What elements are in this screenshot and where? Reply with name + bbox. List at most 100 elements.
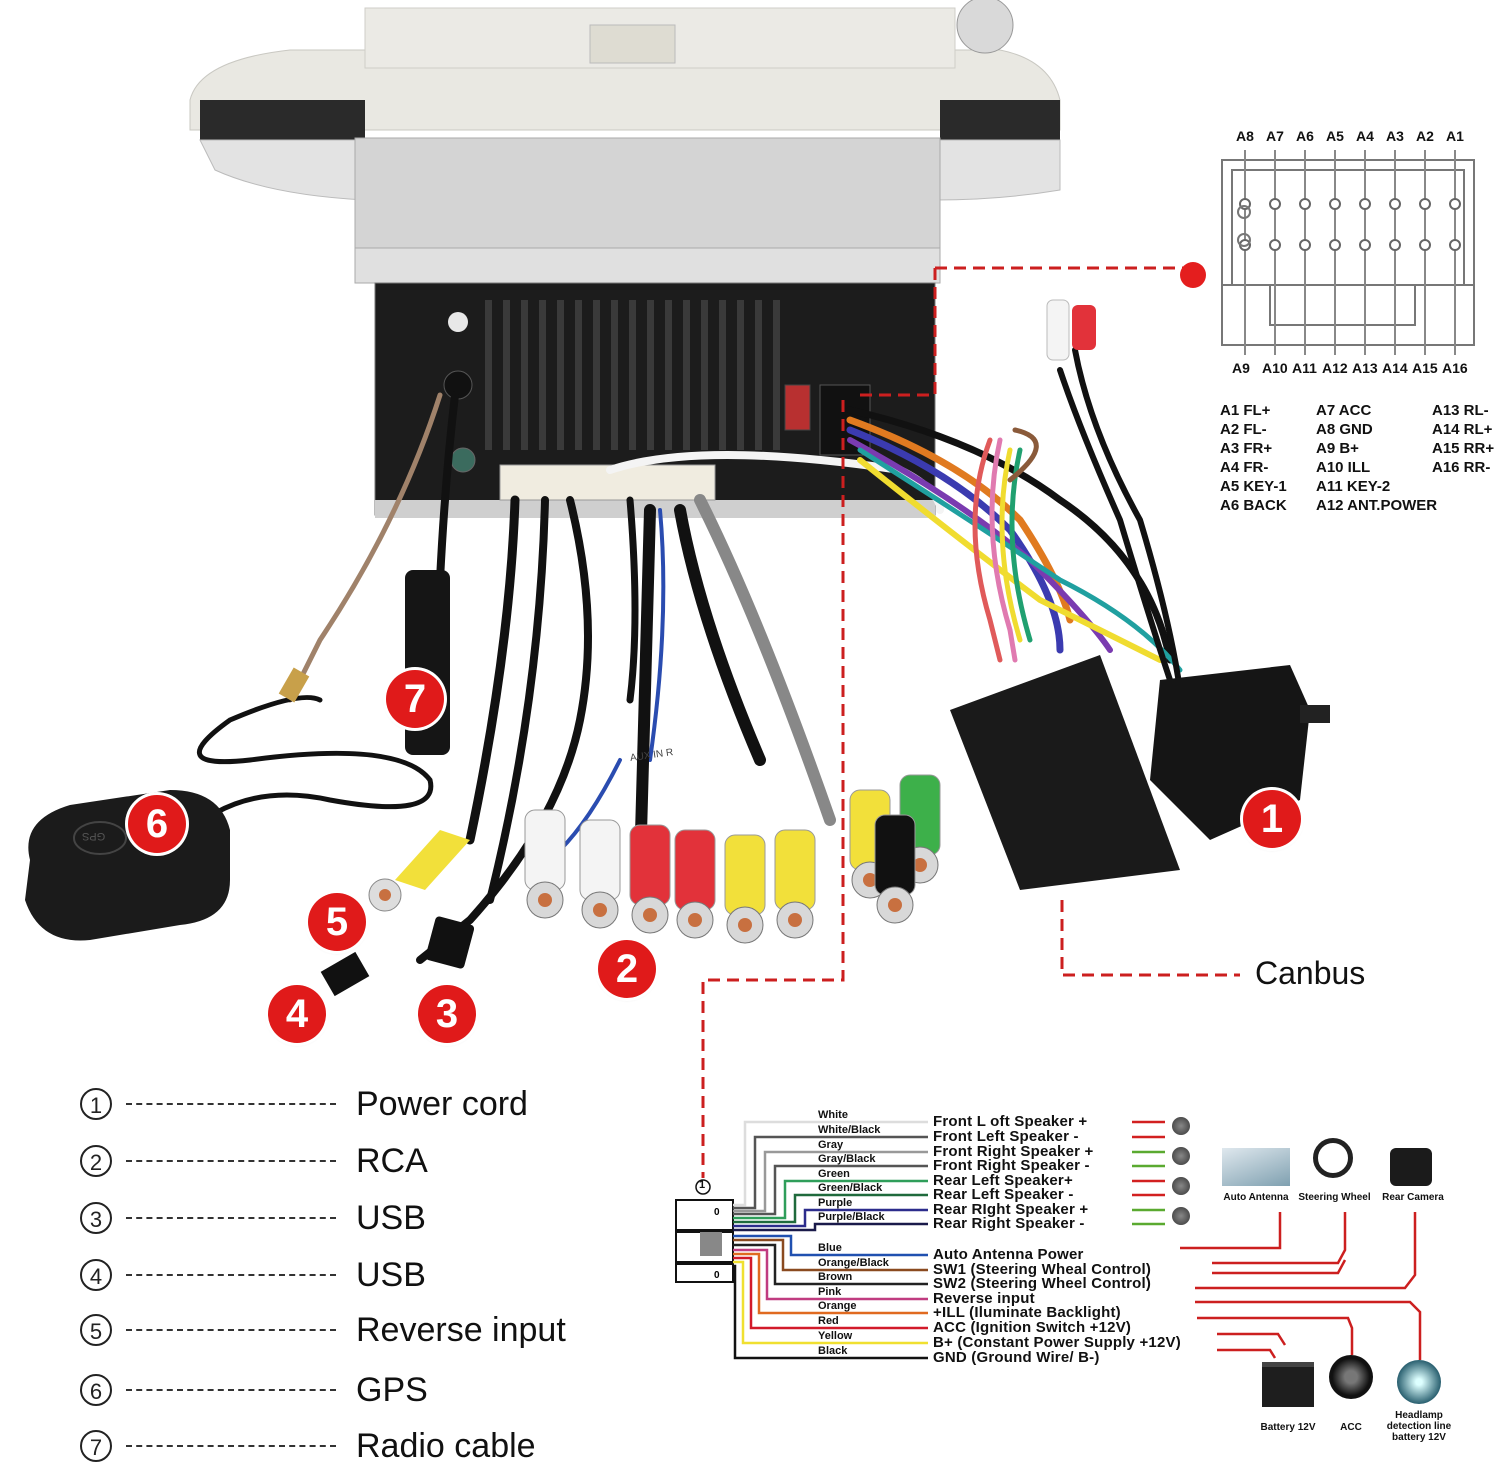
wire-color-label: Purple/Black (818, 1211, 885, 1223)
legend-item-radio-cable: 7 Radio cable (80, 1424, 536, 1468)
accessory-label: Auto Antenna (1223, 1192, 1289, 1203)
rca-jack-center (788, 913, 802, 927)
harness-wire (733, 1243, 928, 1286)
pin-label-bottom: A13 (1352, 360, 1378, 376)
rear-camera-icon (1390, 1148, 1432, 1186)
heatsink-fin (719, 300, 726, 450)
legend-dash (126, 1103, 336, 1105)
callout-lines (701, 266, 1240, 1178)
heatsink-fin (593, 300, 600, 450)
wire-color-label: Orange/Black (818, 1257, 889, 1269)
badge-usb-3: 3 (418, 985, 476, 1043)
harness-wire (733, 1248, 928, 1301)
wire-function-label: Auto Antenna Power (933, 1246, 1084, 1263)
legend-label: USB (356, 1198, 426, 1237)
heatsink-fin (629, 300, 636, 450)
svg-text:0: 0 (714, 1207, 720, 1218)
wire-color-label: White/Black (818, 1124, 881, 1136)
wire-color-label: White (818, 1109, 848, 1121)
legend-dash (126, 1274, 336, 1276)
wire-color-label: Brown (818, 1271, 853, 1283)
battery-icon (1262, 1362, 1314, 1407)
wire-function-label: Rear Left Speaker - (933, 1186, 1074, 1203)
heatsink-fins (485, 300, 780, 450)
acc-switch-icon (1329, 1355, 1373, 1399)
wire-color-label: Green (818, 1168, 850, 1180)
rca-jack-center (643, 908, 657, 922)
fuse (784, 384, 811, 431)
badge-power-cord: 1 (1243, 790, 1301, 848)
heatsink-fin (665, 300, 672, 450)
reverse-rca-plug (395, 830, 470, 890)
wire-color-label: Red (818, 1315, 839, 1327)
wire-function-label: SW2 (Steering Wheel Control) (933, 1275, 1152, 1292)
legend-item-usb-3: 3 USB (80, 1196, 426, 1240)
accessory-label: Battery 12V (1260, 1422, 1316, 1433)
legend-dash (126, 1217, 336, 1219)
heatsink-fin (539, 300, 546, 450)
legend-dash (126, 1389, 336, 1391)
pin-label-top: A2 (1416, 128, 1434, 144)
steering-wheel-icon (1313, 1138, 1353, 1178)
rca-jack-center (888, 898, 902, 912)
wire-color-label: Green/Black (818, 1182, 883, 1194)
legend-item-gps: 6 GPS (80, 1368, 428, 1412)
rca-plug-white (1046, 299, 1070, 361)
connector-callout-dot (1180, 262, 1206, 288)
wire-function-label: B+ (Constant Power Supply +12V) (933, 1334, 1181, 1351)
pin-label-bottom: A9 (1232, 360, 1250, 376)
heatsink-fin (575, 300, 582, 450)
legend-label: GPS (356, 1370, 428, 1409)
wire-color-label: Black (818, 1345, 848, 1357)
heatsink-fin (737, 300, 744, 450)
pinout-a13: A13 RL- (1432, 402, 1489, 419)
pin-label-top: A3 (1386, 128, 1404, 144)
badge-gps: 6 (128, 795, 186, 853)
canbus-label: Canbus (1255, 955, 1366, 991)
legend-item-usb-4: 4 USB (80, 1253, 426, 1297)
accessory-label: Steering Wheel (1298, 1192, 1371, 1203)
rca-jack-center (538, 893, 552, 907)
pinout-a1: A1 FL+ (1220, 402, 1271, 419)
sma-connector (278, 667, 310, 703)
pin-label-top: A8 (1236, 128, 1254, 144)
wire-function-label: Front Right Speaker + (933, 1143, 1094, 1160)
rca-jack-center (593, 903, 607, 917)
svg-text:0: 0 (714, 1270, 720, 1281)
pinout-a9: A9 B+ (1316, 440, 1359, 457)
wire-function-label: Front L oft Speaker + (933, 1113, 1088, 1130)
rca-jack-center (738, 918, 752, 932)
legend-number: 5 (80, 1314, 112, 1346)
heatsink-fin (485, 300, 492, 450)
legend-number: 7 (80, 1430, 112, 1462)
legend-number: 4 (80, 1259, 112, 1291)
wire-color-label: Gray (818, 1139, 844, 1151)
legend-dash (126, 1445, 336, 1447)
pin-label-bottom: A12 (1322, 360, 1348, 376)
harness-connector-number: 1 (699, 1179, 706, 1191)
badge-usb-4: 4 (268, 985, 326, 1043)
rca-jack-center (863, 873, 877, 887)
pinout-a3: A3 FR+ (1220, 440, 1273, 457)
wire-function-label: Rear RIght Speaker + (933, 1201, 1089, 1218)
accessory-label: Rear Camera (1382, 1192, 1444, 1203)
wire-color-label: Purple (818, 1197, 853, 1209)
pinout-a12: A12 ANT.POWER (1316, 497, 1438, 514)
legend-item-power-cord: 1 Power cord (80, 1082, 528, 1126)
speaker-icon (1172, 1207, 1190, 1225)
pinout-a14: A14 RL+ (1432, 421, 1493, 438)
rca-plug-red (1072, 305, 1096, 350)
speaker-icon (1172, 1147, 1190, 1165)
wire-function-label: ACC (Ignition Switch +12V) (933, 1319, 1132, 1336)
harness-wire (733, 1238, 928, 1272)
headlamp-label-line: battery 12V (1392, 1432, 1446, 1443)
legend-label: Radio cable (356, 1426, 536, 1465)
heatsink-fin (611, 300, 618, 450)
pinout-a5: A5 KEY-1 (1220, 478, 1287, 495)
harness-wire (733, 1264, 928, 1360)
badge-rca: 2 (598, 940, 656, 998)
wire-function-label: Front Left Speaker - (933, 1128, 1079, 1145)
harness-connector-marker (695, 1179, 711, 1195)
canbus-box (950, 655, 1180, 890)
pin-label-bottom: A16 (1442, 360, 1468, 376)
